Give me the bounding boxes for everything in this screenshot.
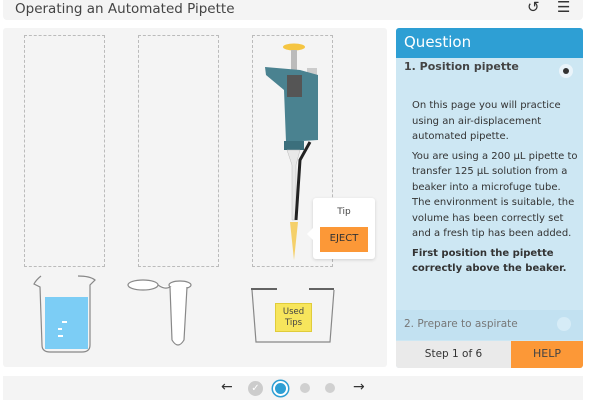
reset-icon[interactable]: ↺ [527,0,540,16]
question-panel: Question 1. Position pipette On this pag… [396,28,583,368]
next-arrow-icon[interactable]: → [353,379,365,395]
pipette[interactable] [265,43,318,261]
used-tips-bin[interactable] [251,288,335,343]
prev-arrow-icon[interactable]: ← [221,379,233,395]
lab-equipment [33,43,335,353]
question-heading: Question [396,28,583,58]
step-2-title[interactable]: 2. Prepare to aspirate [396,310,583,340]
page-dot-current[interactable] [273,381,288,396]
page-dot[interactable] [300,383,310,393]
drop-zone-beaker[interactable] [24,35,105,267]
tooltip-label: Tip [337,207,351,217]
step-counter: Step 1 of 6 [396,341,511,368]
hamburger-menu-icon[interactable]: ☰ [557,0,571,16]
used-tips-line1: Used [282,307,305,317]
help-button[interactable]: HELP [511,341,583,368]
microfuge-tube[interactable] [127,279,192,346]
drop-zone-tube[interactable] [138,35,219,267]
paragraph: On this page you will practice using an … [412,100,561,142]
step-1-title[interactable]: 1. Position pipette [404,60,519,73]
question-text: On this page you will practice using an … [412,98,580,281]
tip-tooltip: Tip EJECT [307,198,375,259]
page-navigation: ← ✓ → [3,376,583,400]
page-title: Operating an Automated Pipette [15,1,235,17]
lab-stage [3,28,387,367]
paragraph: You are using a 200 µL pipette to transf… [412,150,578,240]
step-2-indicator [557,317,571,331]
step-1-indicator [559,64,573,78]
page-dot[interactable] [325,383,335,393]
header-bar: Operating an Automated Pipette ↺ ☰ [3,0,583,20]
beaker[interactable] [33,275,96,353]
instruction: First position the pipette correctly abo… [412,247,567,275]
page-dot-completed-check-icon[interactable]: ✓ [248,381,263,396]
drop-zone-bin[interactable] [252,35,333,267]
eject-button[interactable]: EJECT [320,227,368,252]
used-tips-line2: Tips [284,318,303,328]
